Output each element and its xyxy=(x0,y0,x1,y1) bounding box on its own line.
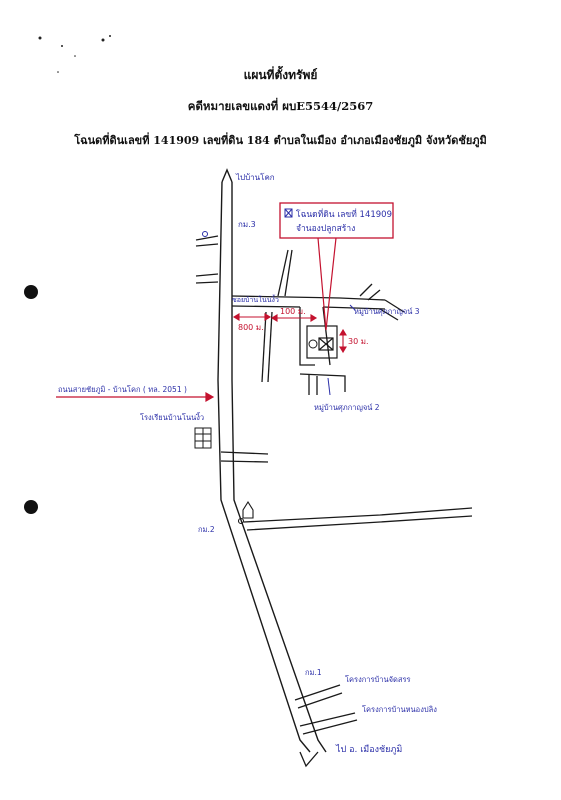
side-road-lower xyxy=(220,451,269,463)
punch-hole-top xyxy=(24,285,38,299)
house-icon xyxy=(237,500,254,525)
km3-marker xyxy=(202,231,208,237)
label-dist-30: 30 ม. xyxy=(348,337,369,346)
side-road-upper-left xyxy=(195,273,219,284)
case-number: คดีหมายเลขแดงที่ ผบE5544/2567 xyxy=(187,99,374,113)
moo3-pointer xyxy=(349,304,356,311)
label-project2: โครงการบ้านหนองปลิง xyxy=(362,705,437,714)
label-km1: กม.1 xyxy=(305,668,322,677)
deed-description: โฉนดที่ดินเลขที่ 141909 เลขที่ดิน 184 ตำ… xyxy=(74,134,487,147)
school-icon xyxy=(194,427,212,449)
side-road-km3 xyxy=(195,235,219,247)
moo2-pointer xyxy=(327,377,331,396)
label-to-top: ไปบ้านโคก xyxy=(235,172,275,182)
highway-arrow xyxy=(56,391,215,403)
callout-deed-number: โฉนดที่ดิน เลขที่ 141909 xyxy=(296,208,392,220)
label-project1: โครงการบ้านจัดสรร xyxy=(345,675,411,684)
label-dist-100: 100 ม. xyxy=(280,307,306,316)
road-to-east xyxy=(243,507,473,531)
deed-checkbox-icon xyxy=(284,208,293,218)
label-moo2: หมู่บ้านศุภกาญจน์ 2 xyxy=(314,403,380,412)
label-highway: ถนนสายชัยภูมิ - บ้านโคก ( ทล. 2051 ) xyxy=(58,385,187,394)
label-to-bottom: ไป อ. เมืองชัยภูมิ xyxy=(335,744,402,755)
property-marker xyxy=(306,325,338,359)
main-road xyxy=(217,168,327,753)
paper-specks xyxy=(38,35,111,73)
punch-hole-bottom xyxy=(24,500,38,514)
label-dist-800: 800 ม. xyxy=(238,323,264,332)
label-village-road: ซอยบ้านโนนงิ้ว xyxy=(232,293,279,304)
branch-roads-bottom xyxy=(294,684,358,768)
map-title: แผนที่ตั้งทรัพย์ xyxy=(243,68,318,82)
label-km3: กม.3 xyxy=(238,220,256,229)
deed-callout-box xyxy=(279,202,394,239)
label-moo3: หมู่บ้านศุภกาญจน์ 3 xyxy=(354,307,420,316)
dimension-lines xyxy=(232,313,347,354)
callout-mortgage-note: จำนองปลูกสร้าง xyxy=(296,223,355,234)
label-school: โรงเรียนบ้านโนนงิ้ว xyxy=(140,412,204,422)
label-km2: กม.2 xyxy=(198,525,215,534)
callout-pointer xyxy=(317,237,337,331)
village-road xyxy=(231,249,405,395)
